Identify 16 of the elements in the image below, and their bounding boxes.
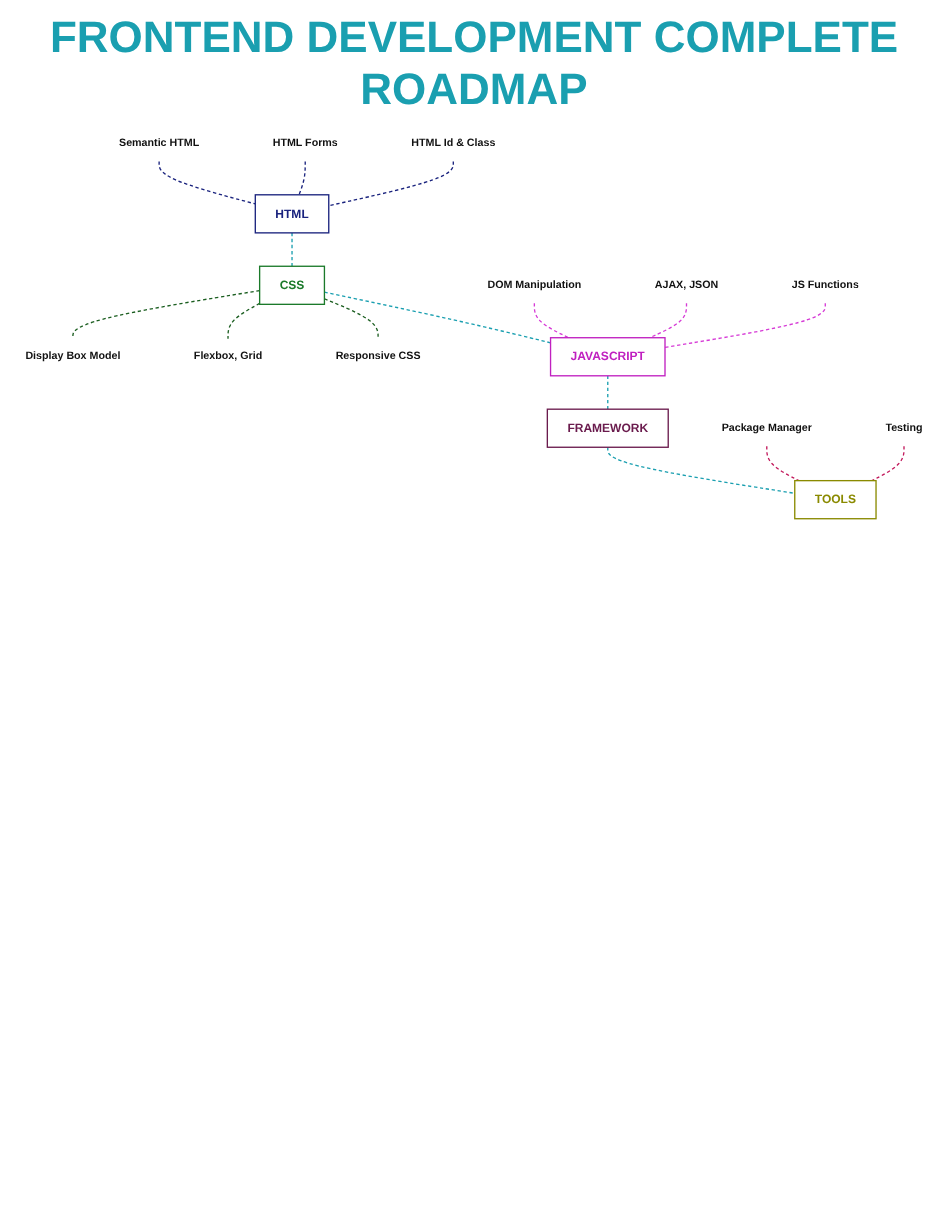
connector xyxy=(227,302,261,340)
connector xyxy=(158,160,256,205)
connector xyxy=(323,298,379,340)
connector xyxy=(607,375,609,410)
connector xyxy=(766,445,800,482)
connector xyxy=(533,302,570,339)
connector xyxy=(291,232,293,267)
connector xyxy=(664,302,826,349)
connector xyxy=(649,302,688,339)
connector xyxy=(607,446,796,494)
connector xyxy=(871,445,905,482)
connector xyxy=(323,291,552,344)
connector xyxy=(328,160,454,207)
connector xyxy=(72,289,261,340)
title: FRONTEND DEVELOPMENT COMPLETE ROADMAP xyxy=(47,10,901,118)
connector xyxy=(298,160,306,196)
